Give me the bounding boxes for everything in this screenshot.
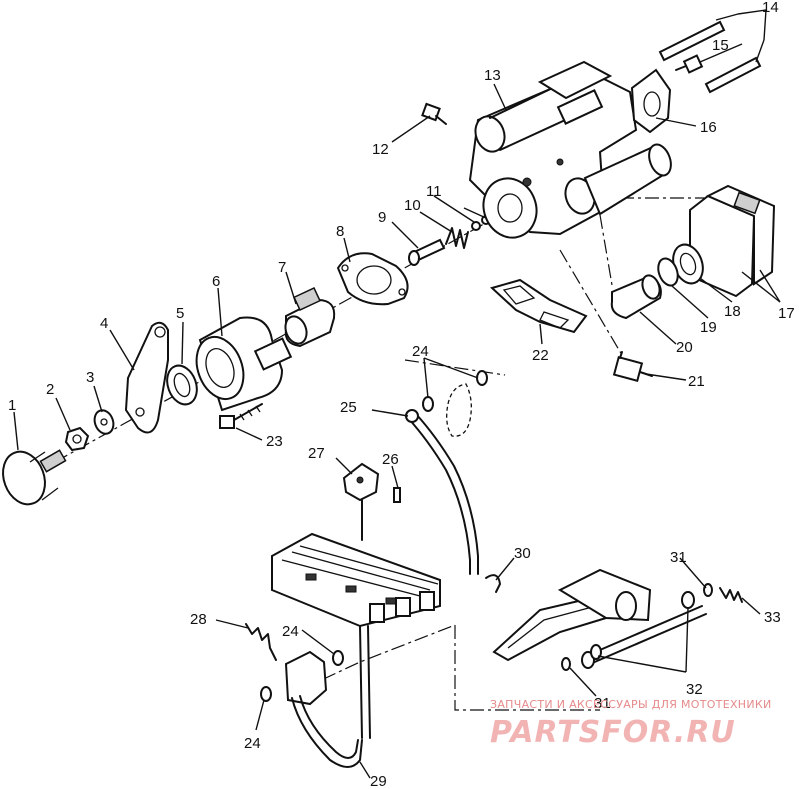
link-outline (446, 383, 472, 437)
callout-7: 7 (278, 259, 286, 276)
callout-17: 17 (778, 305, 795, 322)
axis-to-switch-21 (559, 249, 623, 356)
pin-part-26 (393, 487, 401, 503)
bleed-screw-part-12 (421, 102, 447, 125)
seal-ring-part-5 (166, 364, 198, 406)
callout-18: 18 (724, 303, 741, 320)
washer-part-24-upper (422, 370, 488, 412)
callout-1: 1 (8, 397, 16, 414)
callout-26: 26 (382, 451, 399, 468)
spring-part-33 (719, 587, 743, 603)
callout-8: 8 (336, 223, 344, 240)
callout-24-mid: 24 (282, 623, 299, 640)
guide-pins-part-14 (658, 20, 762, 94)
caliper-body-part-13 (468, 60, 672, 239)
callout-3: 3 (86, 369, 94, 386)
callout-4: 4 (100, 315, 108, 332)
callout-22: 22 (532, 347, 549, 364)
washer-part-24-lower (260, 686, 272, 702)
knob-part-1 (2, 449, 67, 506)
rod-part-25 (405, 409, 479, 575)
callout-10: 10 (404, 197, 421, 214)
callout-28: 28 (190, 611, 207, 628)
callout-24-lower: 24 (244, 735, 261, 752)
spring-part-28 (245, 623, 277, 661)
bracket-part-16 (630, 68, 672, 134)
seal-ring-part-19 (657, 257, 679, 287)
watermark-brand: PARTSFOR.RU (490, 715, 736, 750)
callout-23: 23 (266, 433, 283, 450)
step-plate-assembly (271, 499, 441, 628)
callout-31-upper: 31 (670, 549, 687, 566)
callout-20: 20 (676, 339, 693, 356)
shim-part-22 (490, 278, 588, 334)
watermark: ЗАПЧАСТИ И АКСЕССУАРЫ ДЛЯ МОТОТЕХНИКИ PA… (490, 698, 772, 750)
callout-2: 2 (46, 381, 54, 398)
callout-27: 27 (308, 445, 325, 462)
piston-part-7 (284, 287, 336, 348)
piston-part-20 (610, 274, 662, 320)
callout-5: 5 (176, 305, 184, 322)
callout-32: 32 (686, 681, 703, 698)
callout-30: 30 (514, 545, 531, 562)
callout-labels: 1 2 3 4 5 6 7 8 9 10 11 12 13 14 15 16 1… (8, 0, 795, 789)
brake-pads-part-17 (689, 184, 776, 298)
bolt-part-23 (219, 403, 263, 429)
callout-11: 11 (426, 183, 442, 200)
callout-9: 9 (378, 209, 386, 226)
bolt-part-15 (675, 54, 704, 74)
clip-part-30 (485, 574, 501, 593)
callout-33: 33 (764, 609, 781, 626)
block-part-27 (342, 462, 380, 502)
axis-link-24 (404, 359, 506, 376)
axis-to-piston-20 (599, 214, 613, 286)
leader-lines (13, 9, 781, 779)
axis-link-lower (454, 625, 600, 711)
callout-15: 15 (712, 37, 729, 54)
callout-13: 13 (484, 67, 501, 84)
lever-arm-part-4 (124, 321, 169, 434)
callout-16: 16 (700, 119, 717, 136)
assembly-axis (54, 214, 501, 463)
brake-pedal (492, 568, 707, 669)
axis-bracket-28 (299, 624, 456, 691)
piston-ring-part-18 (672, 243, 704, 285)
callout-19: 19 (700, 319, 717, 336)
watermark-tagline: ЗАПЧАСТИ И АКСЕССУАРЫ ДЛЯ МОТОТЕХНИКИ (490, 698, 772, 711)
washer-part-3 (93, 409, 115, 435)
callout-21: 21 (688, 373, 705, 390)
callout-6: 6 (212, 273, 220, 290)
callout-25: 25 (340, 399, 357, 416)
pin-part-9 (408, 238, 446, 266)
washer-part-24-mid (332, 650, 344, 666)
callout-24-upper: 24 (412, 343, 429, 360)
callout-29: 29 (370, 773, 387, 789)
housing-part-6 (195, 316, 293, 412)
nut-part-2 (64, 426, 90, 452)
switch-part-21 (612, 351, 653, 383)
callout-31-lower: 31 (594, 695, 611, 712)
lever-part-29 (284, 625, 371, 768)
callout-14: 14 (762, 0, 779, 16)
callout-12: 12 (372, 141, 389, 158)
gasket-part-8 (336, 252, 409, 306)
